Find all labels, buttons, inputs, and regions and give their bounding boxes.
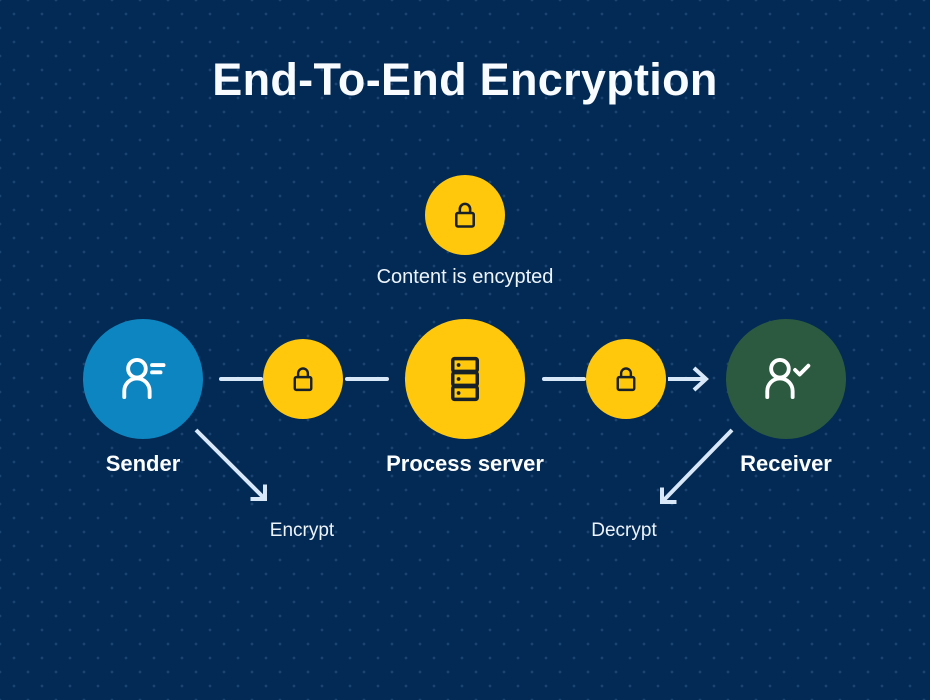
connector-sender-lock [219, 377, 263, 381]
connector-server-lock [542, 377, 586, 381]
encrypted-content-node [425, 175, 505, 255]
flow-arrowhead-to-receiver [692, 366, 709, 392]
lock-node-after-server [586, 339, 666, 419]
lock-icon [616, 367, 636, 392]
decrypt-arrowhead [660, 487, 677, 504]
connector-lock-server [345, 377, 389, 381]
encrypt-arrowhead [250, 484, 267, 501]
lock-icon [455, 202, 475, 228]
lock-icon [293, 367, 313, 392]
sender-node [83, 319, 203, 439]
process-server-node [405, 319, 525, 439]
encrypt-label: Encrypt [269, 520, 335, 541]
receiver-label: Receiver [740, 451, 832, 476]
receiver-node [726, 319, 846, 439]
process-server-label: Process server [386, 451, 544, 476]
user-check-icon [765, 357, 811, 400]
sender-label: Sender [105, 451, 181, 476]
page-title: End-To-End Encryption [212, 54, 718, 105]
encrypted-content-label: Content is encypted [376, 266, 554, 288]
user-profile-icon [122, 357, 166, 400]
server-icon [451, 356, 479, 402]
lock-node-before-server [263, 339, 343, 419]
decrypt-label: Decrypt [591, 520, 657, 541]
